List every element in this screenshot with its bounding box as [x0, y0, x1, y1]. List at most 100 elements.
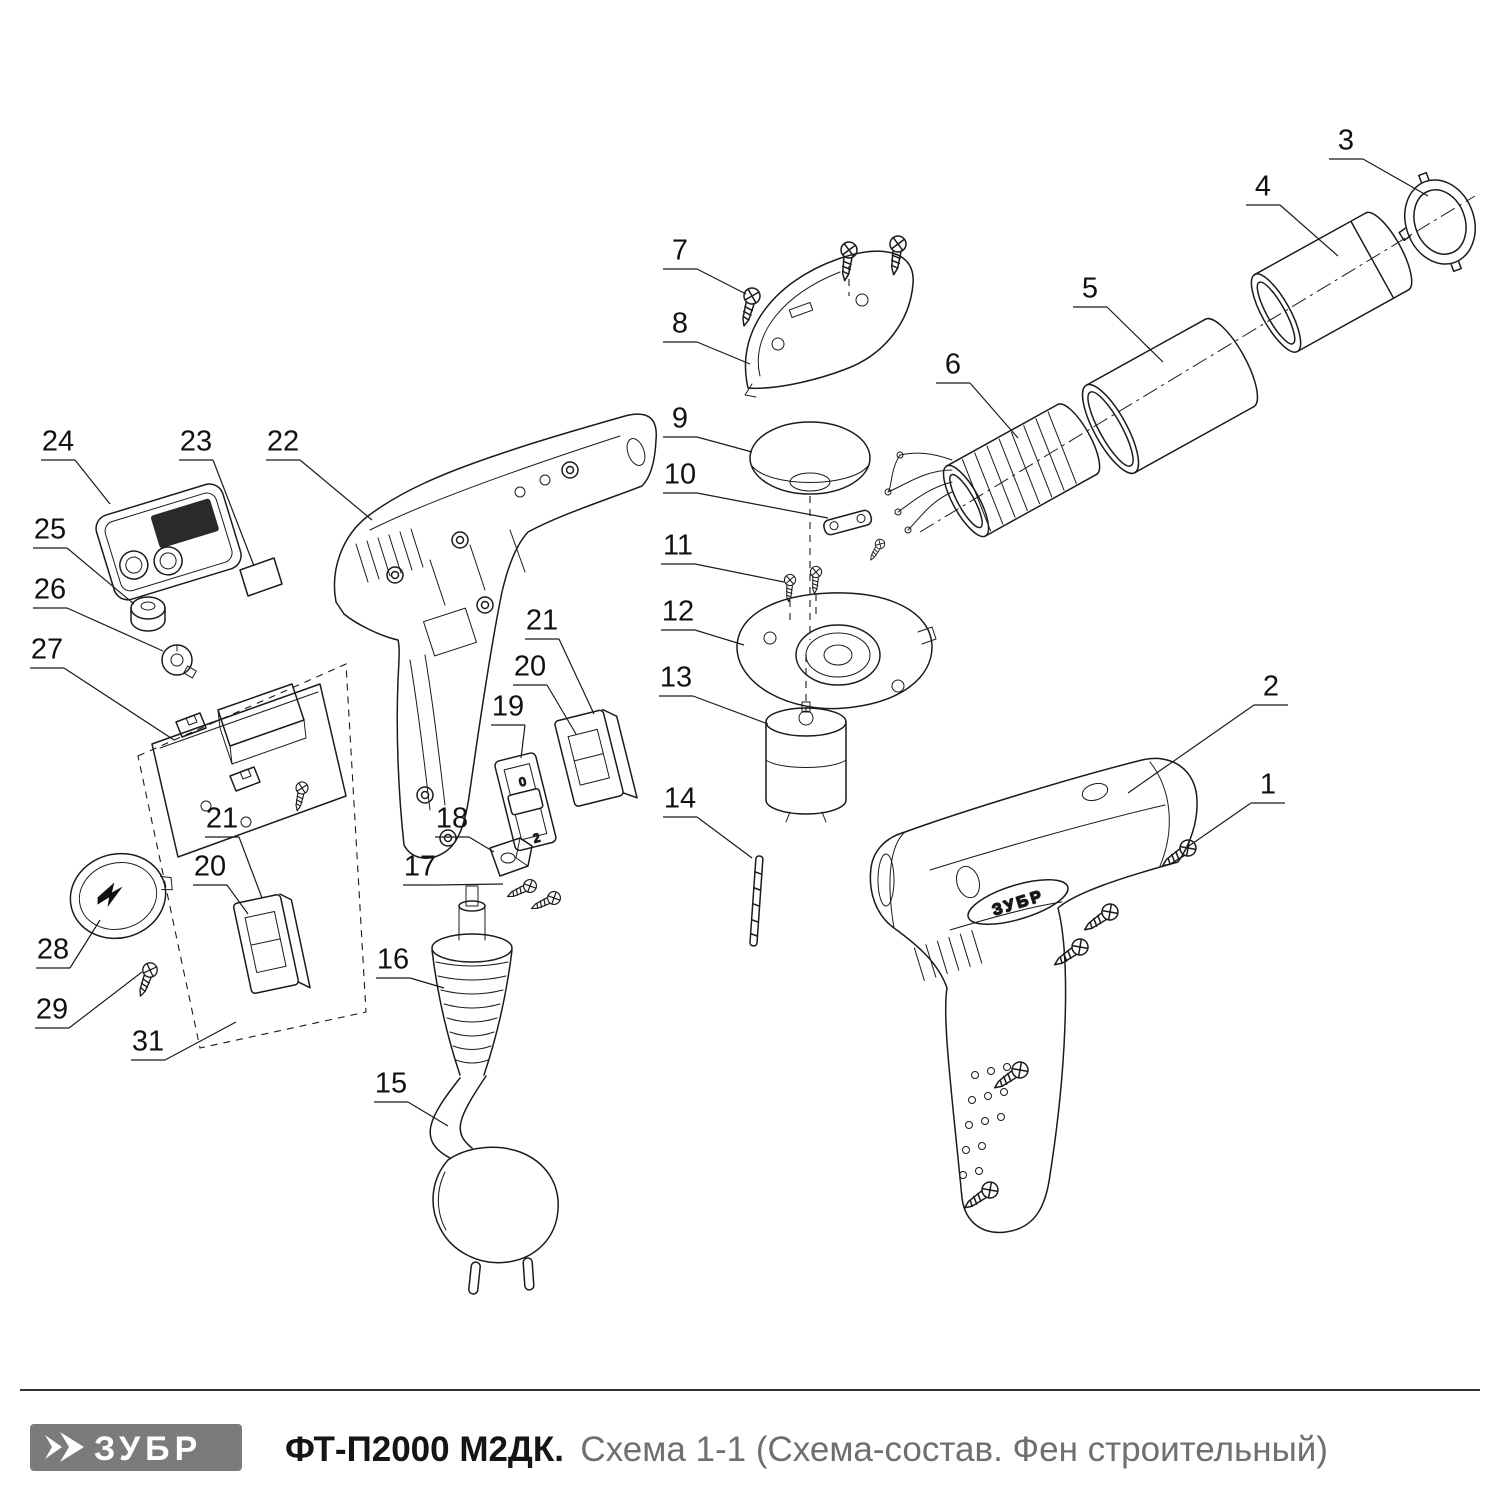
- part-callout-19: 19: [491, 691, 526, 759]
- part-callout-6: 6: [936, 349, 1019, 439]
- part-callout-16: 16: [376, 944, 445, 989]
- part-grommet-16: [431, 885, 513, 1076]
- part-number: 20: [514, 651, 546, 683]
- part-callout-28: 28: [36, 919, 101, 969]
- part-callout-27: 27: [30, 634, 175, 741]
- part-callout-5: 5: [1073, 273, 1164, 363]
- screw-27: [290, 780, 310, 813]
- part-callout-12: 12: [661, 596, 745, 646]
- part-number: 23: [180, 426, 212, 458]
- part-callout-23: 23: [179, 426, 255, 567]
- part-callout-8: 8: [663, 308, 751, 365]
- part-disc-9: [749, 421, 871, 495]
- part-callout-21: 21: [525, 605, 595, 715]
- part-callout-31: 31: [131, 1021, 237, 1061]
- display-screen: [150, 498, 219, 548]
- leader-line: [1279, 204, 1339, 257]
- part-number: 21: [526, 605, 558, 637]
- part-rod-14: [749, 855, 764, 947]
- part-top-cover-8: [744, 250, 914, 398]
- brand-logo-arrow-icon: [45, 1432, 84, 1462]
- part-number: 4: [1255, 171, 1271, 203]
- part-callout-15: 15: [374, 1068, 449, 1127]
- part-cable-plug-15: [429, 1075, 559, 1295]
- part-fan-housing-12: [736, 592, 937, 710]
- switch-mark-2: 2: [532, 830, 542, 845]
- leader-line: [558, 638, 595, 715]
- part-callout-9: 9: [663, 403, 753, 453]
- part-callout-25: 25: [33, 514, 135, 605]
- screws-17: [504, 876, 564, 915]
- part-number: 14: [664, 783, 696, 815]
- part-number: 29: [36, 994, 68, 1026]
- heater-wires: [884, 451, 953, 534]
- part-callout-18: 18: [435, 803, 495, 853]
- part-pcb-27: [151, 683, 347, 858]
- leader-line: [299, 459, 373, 521]
- leader-line: [436, 883, 504, 886]
- part-slider-switch-19: 0 2: [494, 752, 557, 852]
- leader-line: [468, 836, 495, 853]
- leader-line: [692, 695, 769, 725]
- part-number: 7: [672, 235, 688, 267]
- part-number: 11: [663, 530, 693, 562]
- leader-line: [1127, 704, 1255, 794]
- part-housing-left-22: [333, 413, 657, 859]
- leader-line: [69, 919, 101, 969]
- leader-line: [1362, 158, 1429, 197]
- part-switch-housing-20-21: [554, 708, 638, 807]
- screws-1: [959, 836, 1200, 1216]
- leader-line: [694, 563, 785, 583]
- part-callout-20: 20: [513, 651, 577, 735]
- module-boundary-31: [137, 663, 367, 1049]
- leader-line: [238, 836, 263, 899]
- part-number: 5: [1082, 273, 1098, 305]
- part-callout-24: 24: [41, 426, 111, 505]
- part-callout-3: 3: [1329, 125, 1429, 197]
- leader-line: [68, 971, 143, 1029]
- part-callout-21: 21: [205, 803, 263, 899]
- housing-brand-text: ЗУБР: [990, 887, 1046, 919]
- part-plate-23: [239, 557, 283, 597]
- leader-line: [164, 1021, 237, 1061]
- part-number: 8: [672, 308, 688, 340]
- part-number: 12: [662, 596, 694, 628]
- part-callout-20: 20: [193, 851, 249, 915]
- part-callout-13: 13: [659, 662, 769, 725]
- part-switch-20-21-left: [232, 893, 311, 994]
- part-number: 3: [1338, 125, 1354, 157]
- part-heating-element-6: [884, 403, 1101, 538]
- part-number: 20: [194, 851, 226, 883]
- part-number: 21: [206, 803, 238, 835]
- part-button-25: [130, 596, 166, 632]
- leader-line: [694, 629, 745, 646]
- part-number: 2: [1263, 671, 1279, 703]
- part-callouts: 1234567891011121314151617181920212021222…: [30, 125, 1429, 1127]
- part-motor-13: [765, 701, 847, 823]
- part-nozzle-4: [1250, 211, 1413, 353]
- leader-line: [696, 492, 829, 519]
- leader-line: [969, 382, 1019, 439]
- leader-line: [520, 724, 526, 759]
- leader-line: [212, 459, 255, 567]
- part-number: 24: [42, 426, 74, 458]
- part-callout-10: 10: [663, 459, 829, 519]
- part-outer-tube-5: [1081, 317, 1259, 475]
- part-number: 9: [672, 403, 688, 435]
- part-number: 27: [31, 634, 63, 666]
- leader-line: [66, 607, 164, 652]
- part-number: 15: [375, 1068, 407, 1100]
- part-number: 10: [664, 459, 696, 491]
- leader-line: [546, 684, 577, 735]
- leader-line: [696, 436, 753, 453]
- part-callout-7: 7: [663, 235, 747, 295]
- brand-logo-text: ЗУБР: [94, 1430, 202, 1468]
- footer-title: ФТ-П2000 М2ДК. Схема 1-1 (Схема-состав. …: [285, 1430, 1328, 1469]
- screw-29: [133, 960, 160, 1000]
- part-number: 1: [1260, 769, 1276, 801]
- part-bracket-18: [489, 837, 533, 877]
- brand-arrow-icon: [97, 882, 123, 908]
- part-callout-14: 14: [663, 783, 753, 859]
